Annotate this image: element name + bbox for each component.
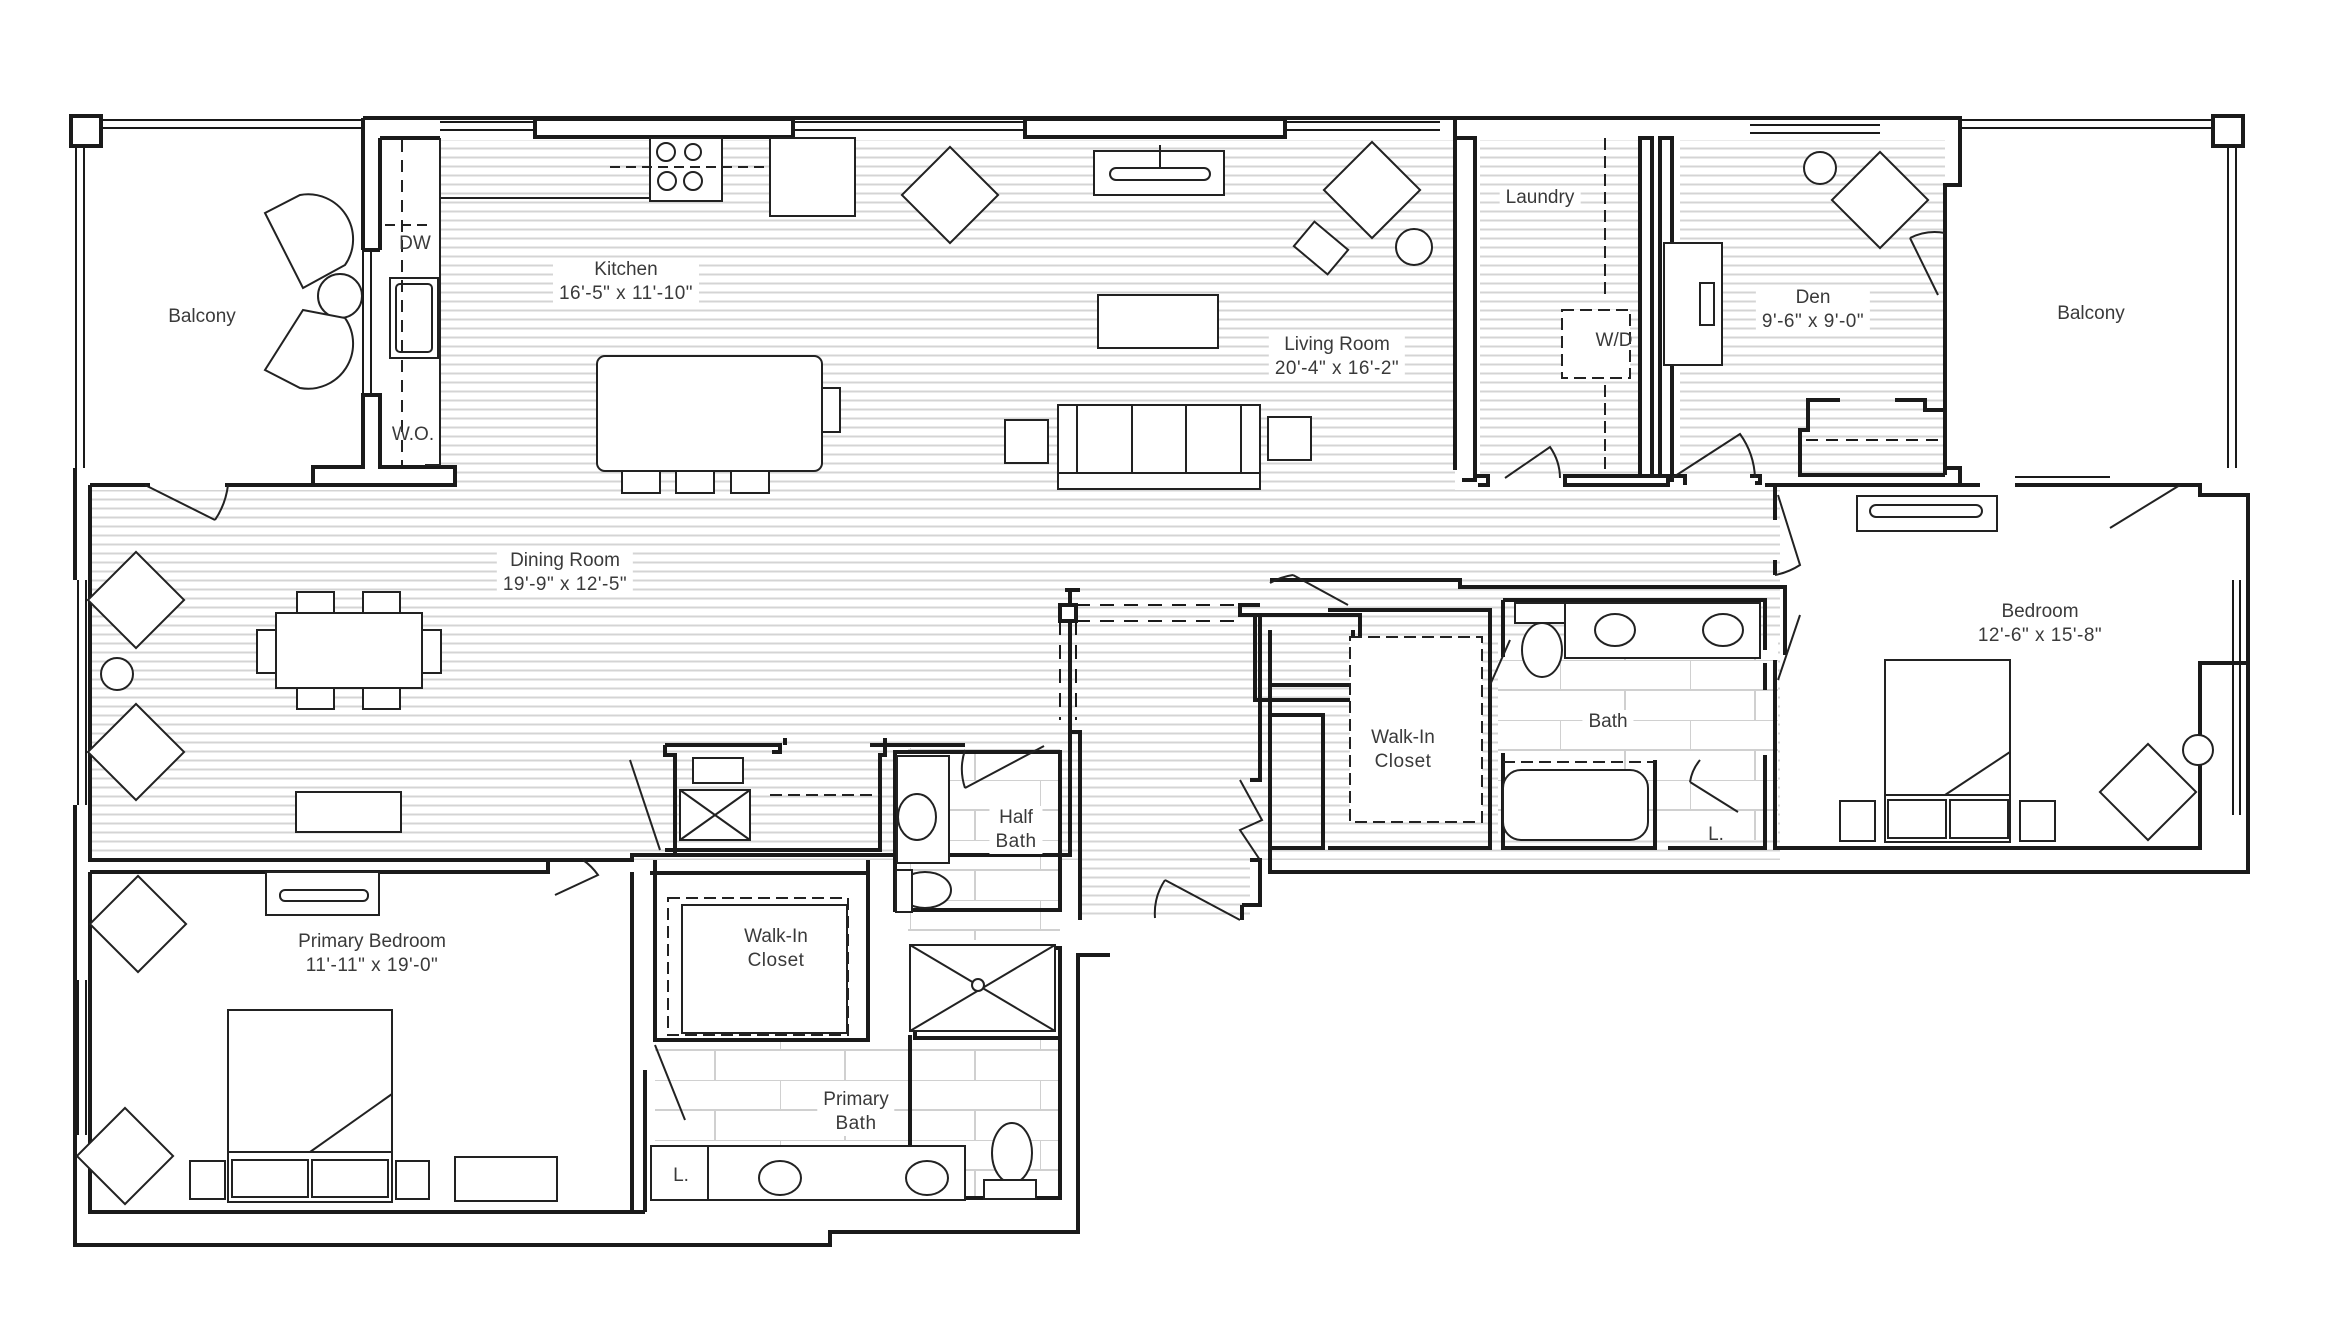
primary-toilet-icon <box>991 1122 1033 1184</box>
room-label-bath: Bath <box>1582 710 1634 734</box>
dining-armchair-icon <box>86 550 186 650</box>
balcony-side-table-icon <box>317 273 363 319</box>
washer-dryer-label: W/D <box>1595 330 1633 351</box>
room-label-walk-in-closet: Walk-In Closet <box>1365 726 1441 774</box>
room-label-primary-bath: Primary Bath <box>817 1088 895 1136</box>
walls <box>69 114 2250 1247</box>
dining-table-icon <box>275 612 423 689</box>
room-name: Dining Room <box>510 550 620 571</box>
room-label-bedroom: Bedroom 12'-6" x 15'-8" <box>1972 600 2108 648</box>
room-label-living-room: Living Room 20'-4" x 16'-2" <box>1268 333 1406 381</box>
room-name-line2: Bath <box>835 1113 877 1134</box>
living-armchair-icon <box>900 145 1000 245</box>
room-name-line2: Bath <box>995 831 1037 852</box>
room-name: Living Room <box>1284 334 1390 355</box>
living-armchair-icon <box>1322 140 1422 240</box>
door-swing <box>1238 779 1264 861</box>
room-name: Primary Bedroom <box>298 931 446 952</box>
door-swing <box>629 759 661 851</box>
bath-sink-icon <box>1594 613 1636 647</box>
room-name: Balcony <box>2057 303 2125 324</box>
nightstand <box>1839 800 1876 842</box>
refrigerator-icon <box>769 137 856 217</box>
nightstand <box>189 1160 226 1200</box>
den-armchair-icon <box>1830 150 1930 250</box>
room-dimensions: 20'-4" x 16'-2" <box>1274 358 1400 379</box>
door-swing <box>1774 494 1802 576</box>
doors <box>144 231 2181 1121</box>
room-label-dining-room: Dining Room 19'-9" x 12'-5" <box>496 549 634 597</box>
room-name: Laundry <box>1505 187 1575 208</box>
washer-dryer-icon <box>1561 309 1631 379</box>
bath-toilet-icon <box>1521 622 1563 678</box>
room-name-line2: Closet <box>747 950 805 971</box>
half-bath-sink-icon <box>897 793 937 841</box>
door-swing <box>1489 639 1511 686</box>
door-swing <box>654 1044 686 1121</box>
room-label-kitchen: Kitchen 16'-5" x 11'-10" <box>552 258 700 306</box>
room-name: Bedroom <box>2001 601 2079 622</box>
bath-toilet-tank-icon <box>1514 602 1566 624</box>
room-name-line2: Closet <box>1374 751 1432 772</box>
room-name: Walk-In <box>744 926 808 947</box>
room-dimensions: 16'-5" x 11'-10" <box>558 283 694 304</box>
room-dimensions: 11'-11" x 19'-0" <box>305 955 439 976</box>
door-swing <box>1269 574 1349 606</box>
primary-armchair-icon <box>88 874 188 974</box>
room-dimensions: 12'-6" x 15'-8" <box>1977 625 2103 646</box>
bathtub-icon <box>1502 769 1649 841</box>
room-label-half-bath: Half Bath <box>989 806 1043 854</box>
door-swing <box>1777 614 1801 681</box>
dishwasher-label: DW <box>399 233 431 254</box>
furniture <box>75 137 2214 1206</box>
room-name: Bath <box>1588 711 1628 732</box>
door-swing <box>1689 759 1739 813</box>
linen-closet-label: L. <box>1708 824 1724 845</box>
end-table <box>1004 419 1049 464</box>
room-name: Walk-In <box>1371 727 1435 748</box>
room-dimensions: 19'-9" x 12'-5" <box>502 574 628 595</box>
door-swing <box>1909 231 1946 296</box>
linen-closet-label-primary: L. <box>673 1165 689 1186</box>
door-swing <box>554 859 600 896</box>
end-table <box>1267 416 1312 461</box>
room-label-laundry: Laundry <box>1499 186 1581 210</box>
primary-sink-icon <box>905 1160 949 1196</box>
door-swing <box>2109 484 2181 529</box>
dining-armchair-icon <box>86 702 186 802</box>
dresser <box>454 1156 558 1202</box>
primary-sink-icon <box>758 1160 802 1196</box>
bedroom-armchair-icon <box>2098 742 2198 842</box>
room-name: Half <box>999 807 1033 828</box>
room-label-balcony-left: Balcony <box>162 305 242 329</box>
sideboard <box>295 791 402 833</box>
balcony-chair-icon <box>263 308 355 390</box>
nightstand <box>2019 800 2056 842</box>
door-swing <box>1504 445 1561 479</box>
coffee-table <box>1097 294 1219 349</box>
room-label-primary-bedroom: Primary Bedroom 11'-11" x 19'-0" <box>292 930 452 978</box>
nightstand <box>395 1160 430 1200</box>
room-name: Den <box>1795 287 1831 308</box>
wall-oven-label: W.O. <box>391 424 435 445</box>
closet-shelving <box>1349 636 1483 823</box>
bath-sink-icon <box>1702 613 1744 647</box>
kitchen-island <box>596 355 823 472</box>
balcony-chair-icon <box>263 193 355 290</box>
room-label-primary-walk-in-closet: Walk-In Closet <box>738 925 814 973</box>
room-dimensions: 9'-6" x 9'-0" <box>1761 311 1865 332</box>
room-name: Balcony <box>168 306 236 327</box>
door-swing <box>1153 879 1241 921</box>
sofa-icon <box>1057 404 1261 490</box>
door-swing <box>144 484 229 521</box>
room-name: Primary <box>823 1089 889 1110</box>
room-name: Kitchen <box>594 259 658 280</box>
room-label-balcony-right: Balcony <box>2051 302 2131 326</box>
door-swing <box>960 745 1045 789</box>
primary-armchair-icon <box>75 1106 175 1206</box>
door-swing <box>1671 432 1756 479</box>
room-label-den: Den 9'-6" x 9'-0" <box>1755 286 1871 334</box>
